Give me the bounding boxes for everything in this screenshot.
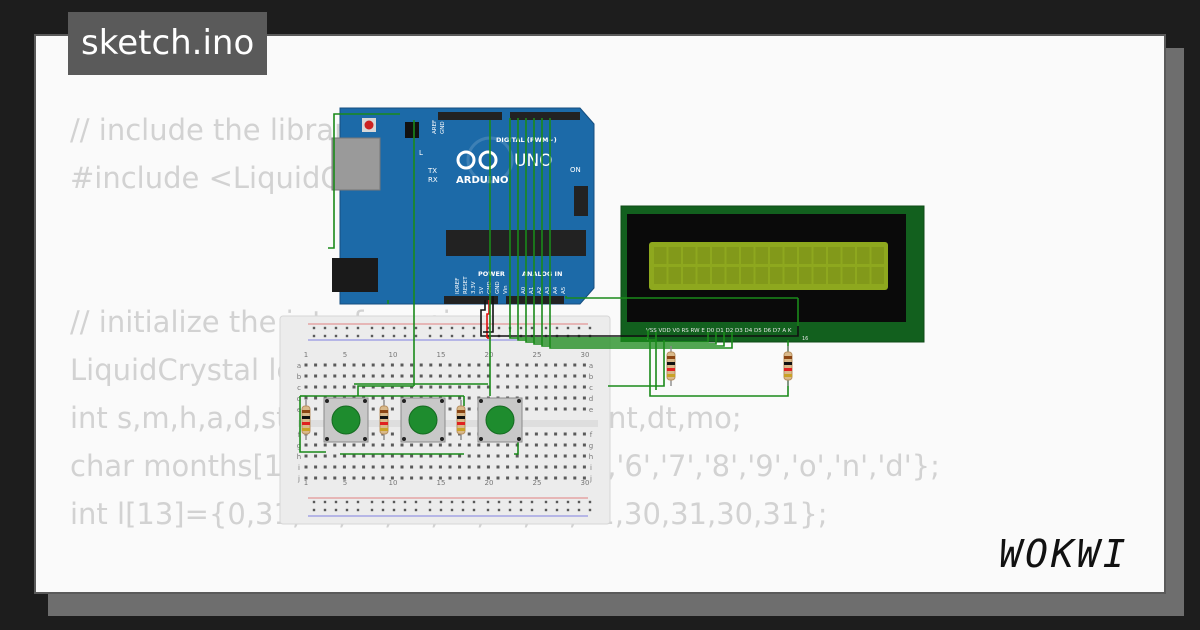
row-letter: b [297,373,302,381]
resistor[interactable] [301,400,311,440]
icsp-header [405,122,419,138]
row-letter: g [589,442,593,450]
row-letter: c [297,384,301,392]
analog-pin-label: A1 [529,287,535,294]
power-pin-label: 3.3V [471,281,477,294]
resistor[interactable] [456,400,466,440]
row-letter: h [589,453,593,461]
row-letter: e [297,406,301,414]
row-letter: a [297,362,301,370]
resistors[interactable] [301,346,793,440]
wire-5v[interactable] [486,300,490,338]
power-pin-label: RESET [463,276,469,294]
lcd-character-cells [654,247,884,284]
arduino-uno-board[interactable]: ARDUINO UNO ON L TX RX DIGITAL (PWM~) PO… [331,107,595,305]
on-label: ON [570,166,581,174]
analog-pin-label: A5 [561,286,567,294]
column-number: 30 [581,479,590,487]
column-number: 15 [437,351,446,359]
gnd-label: GND [440,121,446,134]
row-letter: j [297,475,300,483]
push-button[interactable] [400,397,446,443]
row-letter: b [589,373,594,381]
resistor[interactable] [379,400,389,440]
wires[interactable] [299,113,799,455]
arduino-brand: ARDUINO [456,175,508,186]
tx-label: TX [427,167,437,175]
aref-label: AREF [432,120,438,134]
column-number: 20 [485,479,494,487]
preview-card: // include the library code:#include <Li… [34,34,1166,594]
row-letter: f [590,431,593,439]
column-number: 25 [533,479,542,487]
column-number: 10 [389,479,398,487]
lcd-pin-1: 1 [646,336,649,342]
row-letter: a [589,362,593,370]
analog-pin-label: A0 [521,286,527,294]
digital-header [510,112,580,120]
analog-pin-label: A3 [545,286,551,294]
column-number: 1 [304,479,308,487]
power-header [444,296,498,304]
power-rail-bottom [312,500,592,512]
column-number: 1 [304,351,308,359]
row-letter: d [589,395,593,403]
push-button[interactable] [323,397,369,443]
row-letter: g [297,442,301,450]
circuit-diagram[interactable]: 1 5 10 15 20 25 30 1 5 10 15 20 25 30 a … [278,100,928,530]
power-pin-label: IOREF [455,278,461,294]
column-number: 5 [343,479,347,487]
row-letter: c [589,384,593,392]
usb-port [331,137,381,191]
analog-pin-label: A4 [553,286,559,294]
file-name-label[interactable]: sketch.ino [68,12,268,75]
power-pin-label: GND [495,281,501,294]
analog-header [506,296,564,304]
column-number: 20 [485,351,494,359]
lcd-pin-labels: VSS VDD V0 RS RW E D0 D1 D2 D3 D4 D5 D6 … [646,328,792,334]
column-number: 15 [437,479,446,487]
wokwi-logo: WOKWI [999,532,1128,576]
wire[interactable] [299,396,326,453]
wire[interactable] [328,113,400,249]
power-label: POWER [478,270,505,278]
power-pin-label: Vin [503,285,509,294]
lcd-pin-16: 16 [802,336,808,342]
wokwi-logo-text: WOKWI [999,532,1128,576]
column-number: 25 [533,351,542,359]
power-jack [332,258,378,292]
arduino-logo-icon [456,150,498,170]
row-letter: h [297,453,301,461]
power-pin-label: 5V [479,287,485,294]
resistor[interactable] [666,346,676,386]
push-button[interactable] [477,397,523,443]
microcontroller-chip [446,230,586,256]
row-letter: i [298,464,300,472]
column-number: 10 [389,351,398,359]
rx-label: RX [428,176,438,184]
lcd-display[interactable]: VSS VDD V0 RS RW E D0 D1 D2 D3 D4 D5 D6 … [620,205,925,343]
row-letter: i [590,464,592,472]
push-buttons[interactable] [323,397,523,443]
column-number: 30 [581,351,590,359]
row-letter: e [589,406,593,414]
row-letter: j [589,475,592,483]
row-letter: d [297,395,301,403]
l-label: L [419,149,423,157]
analog-pin-label: A2 [537,287,543,294]
resistor[interactable] [783,346,793,386]
column-number: 5 [343,351,347,359]
